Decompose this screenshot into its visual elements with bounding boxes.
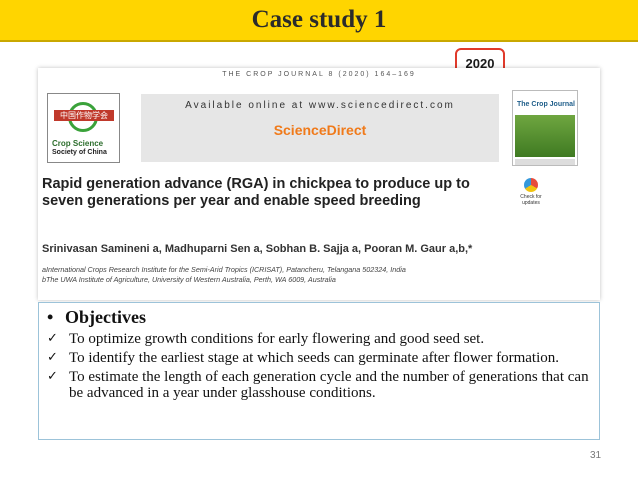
objective-text: To identify the earliest stage at which … bbox=[69, 350, 560, 366]
objective-item: ✓ To optimize growth conditions for earl… bbox=[47, 331, 591, 347]
slide-title-bar: Case study 1 bbox=[0, 0, 638, 42]
slide-title: Case study 1 bbox=[251, 6, 387, 33]
sciencedirect-logo: ScienceDirect bbox=[273, 122, 367, 138]
cover-title: The Crop Journal bbox=[517, 101, 575, 108]
logo-text-line1: Crop Science bbox=[52, 139, 104, 148]
page-number: 31 bbox=[590, 450, 602, 461]
bullet-icon: • bbox=[47, 307, 54, 327]
logo-text-line2: Society of China bbox=[52, 149, 107, 156]
objectives-heading-text: Objectives bbox=[65, 307, 146, 327]
paper-title: Rapid generation advance (RGA) in chickp… bbox=[42, 176, 470, 209]
objective-text: To estimate the length of each generatio… bbox=[69, 369, 589, 401]
logo-band: 中国作物学会 bbox=[54, 110, 114, 121]
objective-text: To optimize growth conditions for early … bbox=[69, 331, 485, 347]
checkmark-icon: ✓ bbox=[47, 350, 58, 365]
checkmark-icon: ✓ bbox=[47, 369, 58, 384]
cover-field-image bbox=[515, 115, 575, 157]
objectives-box: • Objectives ✓ To optimize growth condit… bbox=[38, 302, 600, 440]
checkmark-icon: ✓ bbox=[47, 331, 58, 346]
affiliation-b: bThe UWA Institute of Agriculture, Unive… bbox=[42, 275, 336, 284]
sciencedirect-banner: Available online at www.sciencedirect.co… bbox=[141, 94, 499, 162]
check-updates-icon bbox=[524, 178, 538, 192]
cover-footer bbox=[515, 159, 575, 165]
society-logo: 中国作物学会 Crop Science Society of China bbox=[47, 93, 120, 163]
objective-item: ✓ To estimate the length of each generat… bbox=[47, 369, 591, 401]
check-for-updates-badge: Check for updates bbox=[514, 178, 548, 208]
author-list: Srinivasan Samineni a, Madhuparni Sen a,… bbox=[42, 243, 473, 255]
check-updates-label: Check for updates bbox=[520, 194, 542, 206]
affiliation-a: aInternational Crops Research Institute … bbox=[42, 265, 406, 274]
journal-cover: The Crop Journal bbox=[512, 90, 578, 166]
objective-item: ✓ To identify the earliest stage at whic… bbox=[47, 350, 591, 366]
available-online-text: Available online at www.sciencedirect.co… bbox=[185, 100, 455, 111]
objectives-heading: • Objectives bbox=[47, 307, 591, 328]
paper-header-image: THE CROP JOURNAL 8 (2020) 164–169 中国作物学会… bbox=[38, 68, 600, 300]
journal-line: THE CROP JOURNAL 8 (2020) 164–169 bbox=[222, 71, 416, 78]
